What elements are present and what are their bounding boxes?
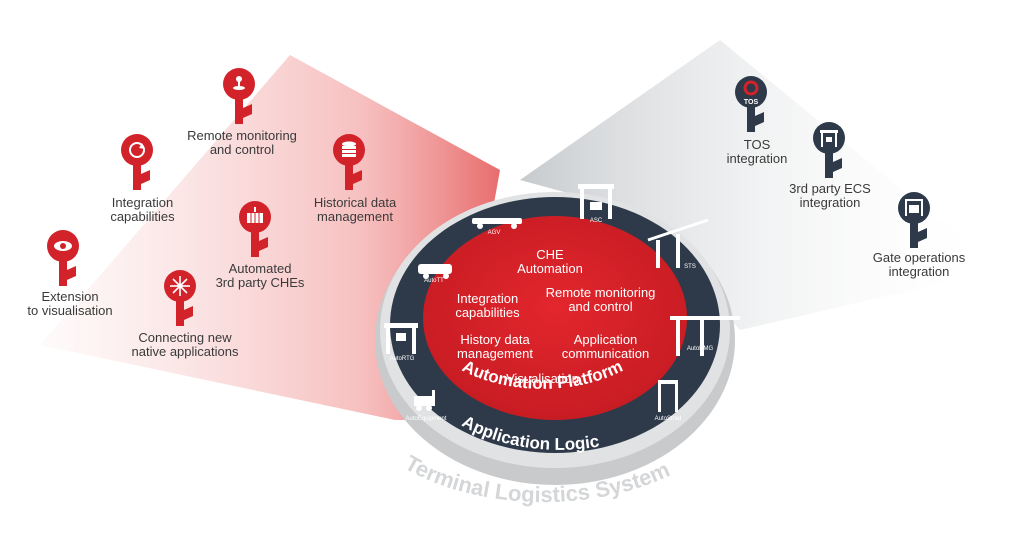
network-arrows-icon [164, 270, 196, 326]
database-icon [333, 134, 365, 190]
asc-icon [578, 184, 614, 219]
joystick-icon [223, 68, 255, 124]
tos-icon: TOS [735, 76, 767, 132]
container-icon [239, 201, 271, 257]
crane-icon [813, 122, 845, 178]
feature-label-ecs-integration: 3rd party ECS integration [789, 181, 871, 210]
equipment-label-asc: ASC [590, 218, 603, 224]
truck-gate-icon [898, 192, 930, 248]
eye-icon [47, 230, 79, 286]
equipment-label-agv: AGV [488, 230, 501, 236]
autormg-icon [670, 316, 740, 356]
refresh-icon [121, 134, 153, 190]
platform-item-visualisation: Visualisation [506, 371, 579, 386]
platform-item-application-communication: Application communication [561, 332, 650, 361]
equipment-label-autortg: AutoRTG [390, 356, 415, 362]
equipment-label-sts: STS [684, 264, 696, 270]
agv-icon [472, 218, 522, 229]
feature-label-automated-che: Automated 3rd party CHEs [215, 261, 305, 290]
equipment-label-autott: AutoTT [424, 278, 444, 284]
autortg-icon [384, 323, 418, 354]
equipment-label-autostrad: AutoStrad [655, 416, 682, 422]
automation-platform-disk [423, 216, 687, 420]
equipment-label-autormg: AutoRMG [687, 346, 714, 352]
autott-icon [418, 264, 452, 279]
feature-label-gate-operations: Gate operations integration [872, 250, 966, 279]
autostrad-icon [658, 380, 678, 412]
right-beam [520, 40, 1000, 330]
tos-badge: TOS [744, 99, 759, 106]
feature-label-remote-monitoring: Remote monitoring and control [187, 128, 297, 157]
autoequipment-icon [414, 390, 435, 411]
platform-item-che-automation: CHE Automation [517, 247, 583, 276]
feature-label-extension-visualisation: Extension to visualisation [27, 289, 113, 318]
feature-label-integration: Integration capabilities [110, 195, 175, 224]
sts-icon [647, 218, 709, 268]
platform-item-remote-monitoring: Remote monitoring and control [545, 285, 656, 314]
feature-label-tos-integration: TOS integration [726, 137, 788, 166]
platform-item-history-data: History data management [457, 332, 533, 361]
platform-item-integration: Integration capabilities [455, 291, 520, 320]
feature-label-historical-data: Historical data management [313, 195, 397, 224]
feature-label-connecting-apps: Connecting new native applications [131, 330, 239, 359]
equipment-label-autoequipment: AutoEquipment [405, 416, 446, 422]
